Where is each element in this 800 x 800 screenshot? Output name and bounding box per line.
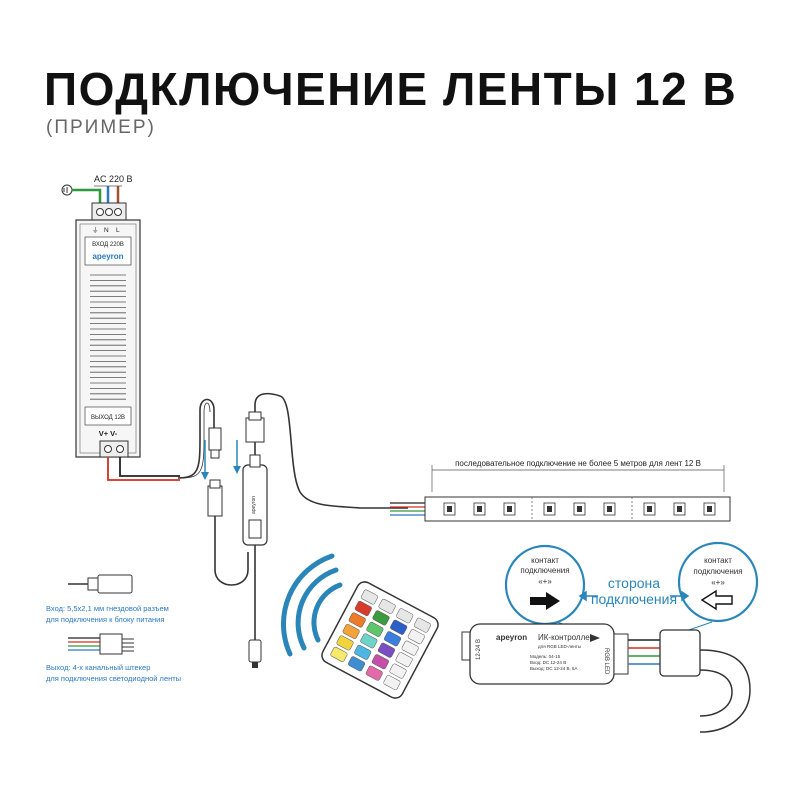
remote-button <box>342 623 360 639</box>
remote-button <box>384 631 402 647</box>
remote-button <box>395 652 413 668</box>
remote-button <box>396 608 414 624</box>
remote-button <box>365 665 383 681</box>
remote-button <box>360 589 378 605</box>
led-chip-core <box>707 506 712 512</box>
contact-right-line3: «+» <box>711 578 725 587</box>
remote-button <box>389 663 407 679</box>
contact-right-line1: контакт <box>704 556 732 565</box>
remote-button <box>407 629 425 645</box>
controller-spec-2: Вход: DC 12-24 В <box>530 660 566 665</box>
psu-input-label: ВХОД 220В <box>92 242 124 248</box>
controller-small: apeyron <box>242 440 268 668</box>
led-chip-core <box>577 506 582 512</box>
psu-output-terminals: V+ V- <box>99 429 118 438</box>
led-chip-core <box>477 506 482 512</box>
ir-receiver <box>248 639 262 663</box>
connection-side-line1: сторона <box>608 575 660 591</box>
insert-arrow-right <box>233 440 241 474</box>
controller-rgb: RGB LED <box>603 648 609 675</box>
four-pin-plug-legend-icon <box>68 633 134 655</box>
remote-button <box>348 656 366 672</box>
remote-button <box>360 633 378 649</box>
arrow-left-outline-icon <box>700 589 733 611</box>
remote-button <box>336 635 354 651</box>
remote-button <box>413 617 431 633</box>
led-chip-core <box>547 506 552 512</box>
contact-left-line2: подключения <box>520 566 569 575</box>
strip-length-note: последовательное подключение не более 5 … <box>455 459 701 468</box>
psu-vents <box>90 274 126 400</box>
controller-brand: apeyron <box>496 633 527 642</box>
svg-text:apeyron: apeyron <box>251 496 257 514</box>
legend-output-line1: Выход: 4-х канальный штекер <box>46 663 150 672</box>
contact-callout-right: контакт подключения «+» <box>659 541 759 641</box>
contact-right-line2: подключения <box>693 567 742 576</box>
page-subtitle: (ПРИМЕР) <box>46 117 156 138</box>
terminal-label-l: L <box>116 227 120 234</box>
dc-cable-upper <box>177 398 215 479</box>
contact-left-line3: «+» <box>538 577 552 586</box>
remote-button <box>330 646 348 662</box>
insert-arrow-left <box>201 440 209 480</box>
remote-button <box>348 612 366 628</box>
remote-button <box>401 640 419 656</box>
page-title: ПОДКЛЮЧЕНИЕ ЛЕНТЫ 12 В <box>44 63 738 115</box>
legend: Вход: 5,5х2,1 мм гнездовой разъем для по… <box>46 574 181 683</box>
remote-button <box>378 598 396 614</box>
dc-plug <box>208 427 222 451</box>
controller-spec-3: Выход: DC 12-24 В, 6А <box>530 666 577 671</box>
controller-large: 12-24 В apeyron ИК-контроллер для RGB LE… <box>461 623 751 733</box>
led-strip: последовательное подключение не более 5 … <box>424 459 731 522</box>
controller-arrow-icon <box>590 634 600 642</box>
connection-side-line2: подключения <box>591 591 677 607</box>
controller-name: ИК-контроллер <box>538 633 595 642</box>
ac-input-label: AC 220 В <box>94 174 133 184</box>
led-chip-core <box>647 506 652 512</box>
remote-button <box>383 675 401 691</box>
ground-icon <box>61 184 73 196</box>
psu-output-label: ВЫХОД 12В <box>91 415 125 421</box>
ground-wire <box>72 188 102 205</box>
connection-side-arrows <box>578 590 690 602</box>
four-pin-connector <box>245 417 265 443</box>
legend-input-line2: для подключения к блоку питания <box>46 615 164 624</box>
led-chip-core <box>507 506 512 512</box>
dc-jack <box>207 485 223 517</box>
controller-voltage: 12-24 В <box>476 639 482 660</box>
led-chip-core <box>607 506 612 512</box>
strip-cable <box>254 392 408 509</box>
power-supply: AC 220 В ⏚ N L ВХОД 220В apeyron ВЫХОД 1… <box>61 174 180 481</box>
legend-output-line2: для подключения светодиодной ленты <box>46 674 181 683</box>
led-chip-core <box>677 506 682 512</box>
remote-control <box>321 581 439 699</box>
controller-sub: для RGB LED-ленты <box>538 644 581 649</box>
remote-button <box>372 610 390 626</box>
led-chip-core <box>447 506 452 512</box>
legend-input-line1: Вход: 5,5х2,1 мм гнездовой разъем <box>46 604 169 613</box>
output-terminal-block <box>99 440 129 458</box>
ir-waves <box>281 553 343 657</box>
remote-button <box>390 619 408 635</box>
terminal-label-n: N <box>104 227 109 234</box>
remote-button <box>371 654 389 670</box>
jack-cable <box>214 516 249 586</box>
psu-brand-logo: apeyron <box>92 252 123 261</box>
remote-button <box>354 601 372 616</box>
positive-wire <box>107 457 180 481</box>
remote-button <box>354 644 372 660</box>
dc-jack-legend-icon <box>68 574 133 594</box>
contact-left-line1: контакт <box>531 556 559 565</box>
controller-spec-1: Модель: 04-15 <box>530 654 561 659</box>
remote-button <box>377 642 395 658</box>
remote-button <box>366 621 384 637</box>
negative-wire <box>119 457 180 477</box>
terminal-label-ground: ⏚ <box>92 226 99 234</box>
arrow-right-icon <box>530 592 560 610</box>
